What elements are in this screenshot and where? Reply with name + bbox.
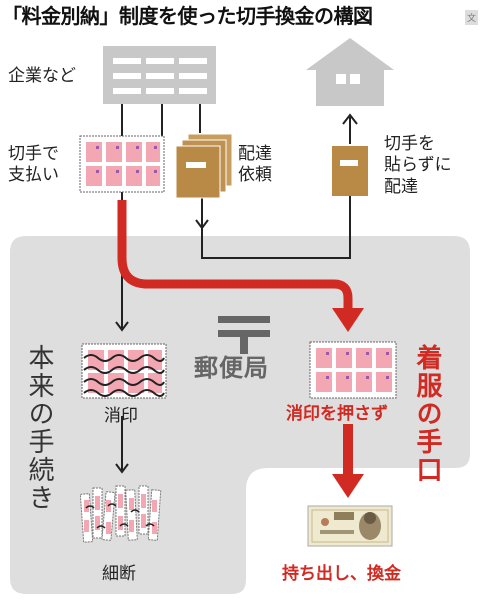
label-postmark: 消印 xyxy=(104,406,138,426)
ten-thousand-yen-note-icon xyxy=(307,505,393,547)
post-office-panel xyxy=(10,236,470,594)
label-embezzlement: 着服の手口 xyxy=(412,344,442,484)
label-company: 企業など xyxy=(8,66,76,86)
label-post-office: 郵便局 xyxy=(194,354,269,382)
house-icon xyxy=(306,38,394,106)
post-office-mark-icon xyxy=(218,316,270,354)
label-take-out-cash: 持ち出し、換金 xyxy=(282,564,401,584)
shredded-stamps-icon xyxy=(79,485,162,543)
watermark: 文 xyxy=(464,10,478,25)
label-shred: 細断 xyxy=(102,564,136,584)
postmarked-stamp-sheet-icon xyxy=(81,343,167,399)
office-building-icon xyxy=(103,46,216,104)
envelope-stack-icon xyxy=(175,133,233,199)
label-no-postmark: 消印を押さず xyxy=(286,404,388,424)
page-title: 「料金別納」制度を使った切手換金の構図 xyxy=(2,4,373,28)
unmarked-stamp-sheet-icon xyxy=(309,341,397,399)
envelope-icon xyxy=(332,146,368,196)
label-normal-procedure: 本来の手続き xyxy=(24,344,54,512)
label-deliver-without-stamps: 切手を 貼らずに 配達 xyxy=(384,134,452,197)
stamp-sheet-icon xyxy=(79,135,165,193)
label-pay-with-stamps: 切手で 支払い xyxy=(8,144,59,186)
label-delivery-request: 配達 依頼 xyxy=(238,144,272,186)
